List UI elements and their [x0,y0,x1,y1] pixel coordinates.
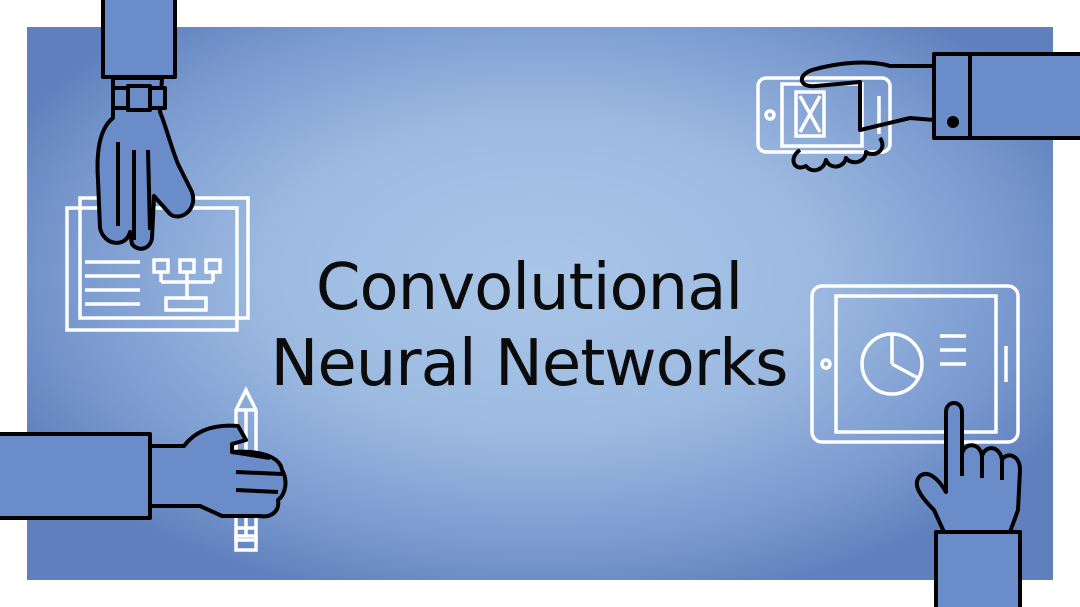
tablet-icon [810,284,1020,444]
hand-holding-phone-icon [791,52,1080,173]
hand-with-watch-icon [95,0,196,251]
phone-icon [756,76,892,154]
hand-holding-pencil-icon [0,423,288,520]
slide-title-line-1: Convolutional [315,251,743,325]
slide-title-line-2: Neural Networks [270,327,788,401]
slide-title: Convolutional Neural Networks [0,250,1058,402]
hand-tapping-tablet-icon [914,401,1022,607]
